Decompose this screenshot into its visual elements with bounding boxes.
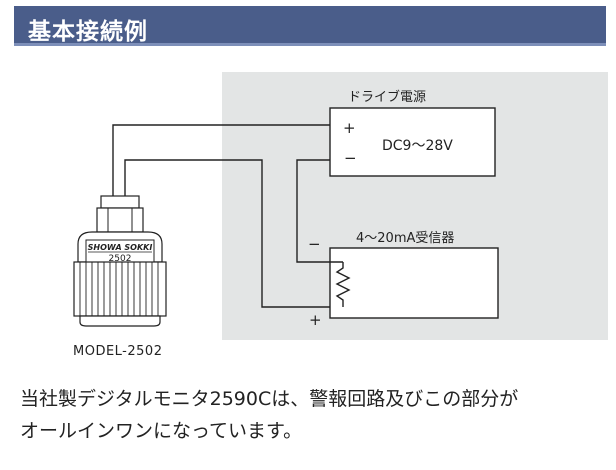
caption-text: 当社製デジタルモニタ2590Cは、警報回路及びこの部分が オールインワンになって… <box>20 383 610 447</box>
sensor-brand-label: SHOWA SOKKI <box>88 243 153 252</box>
caption-line-1: 当社製デジタルモニタ2590Cは、警報回路及びこの部分が <box>20 388 519 410</box>
section-header: 基本接続例 <box>14 6 606 46</box>
section-title: 基本接続例 <box>28 19 148 45</box>
wiring <box>112 124 344 308</box>
caption-line-2: オールインワンになっています。 <box>20 420 303 442</box>
power-supply-box <box>329 107 496 177</box>
power-voltage-label: DC9〜28V <box>382 138 453 154</box>
receiver-plus-label: + <box>309 311 322 329</box>
receiver-title: 4〜20mA受信器 <box>356 231 454 246</box>
model-label: MODEL-2502 <box>73 344 162 359</box>
receiver-box <box>329 247 499 319</box>
wire-sensor-to-power-plus <box>112 124 330 200</box>
wire-sensor-to-receiver-plus <box>124 159 330 308</box>
power-supply-title: ドライブ電源 <box>348 89 426 105</box>
sensor-model-number: 2502 <box>109 254 132 264</box>
power-minus-label: − <box>344 149 357 167</box>
resistor-symbol <box>335 262 351 306</box>
power-plus-label: + <box>343 119 356 137</box>
sensor-device: SHOWA SOKKI 2502 <box>73 195 167 327</box>
receiver-minus-label: − <box>308 235 321 253</box>
wire-power-minus-to-receiver-minus <box>296 159 343 263</box>
connection-diagram: ドライブ電源 + − DC9〜28V 4〜20mA受信器 − + SHOWA S… <box>73 72 608 359</box>
